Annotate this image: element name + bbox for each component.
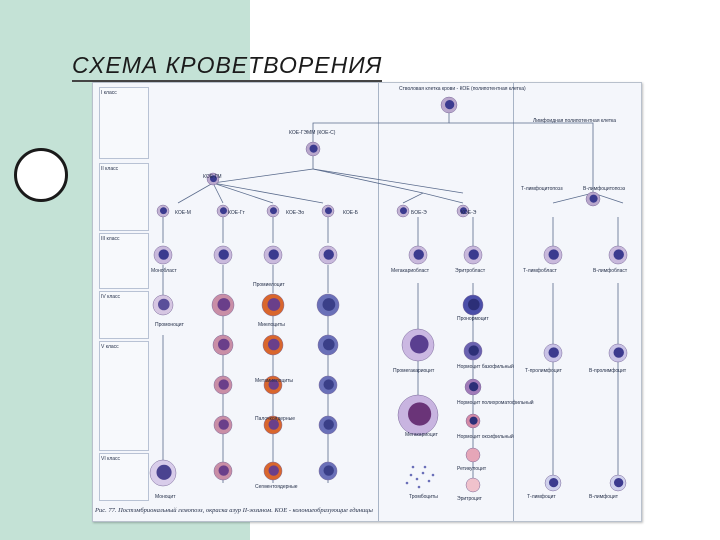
- cfu-b-cell: [322, 205, 334, 217]
- erythrocyte-cell: [466, 478, 480, 492]
- cell-label-megakaryoblast: Мегакариобласт: [391, 269, 429, 275]
- stage-label-6: VI класс: [101, 457, 120, 463]
- polychromatophilic-normocyte-cell: [465, 379, 481, 395]
- cell-label-b-prolymphocyte: В-пролимфоцит: [589, 369, 626, 375]
- eo-myeloblast-cell: [264, 246, 282, 264]
- erythroblast-cell: [464, 246, 482, 264]
- cell-label-megakaryocyte: Мегакариоцит: [405, 433, 438, 439]
- stage-label-3: III класс: [101, 237, 120, 243]
- segmented-n-cell: [214, 462, 232, 480]
- cell-label-promyelocyte: Промиелоцит: [253, 283, 285, 289]
- cell-diagram: [93, 83, 641, 521]
- band-n-cell: [214, 416, 232, 434]
- platelets-cluster: [406, 466, 435, 489]
- megakaryocyte-cell: [398, 395, 438, 435]
- cell-label-monocyte: Моноцит: [155, 495, 176, 501]
- segmented-eo-cell: [264, 462, 282, 480]
- stem-cell: [441, 97, 457, 113]
- col-label-1: КОЕ-М: [175, 211, 191, 217]
- cell-label-polychromatophilic-normocyte: Нормоцит полихроматофильный: [457, 401, 534, 407]
- myeloid-precursor-label: КОЕ-ГЭММ (КОЕ-С): [289, 131, 335, 137]
- b-lymphoblast-cell: [609, 246, 627, 264]
- reticulocyte-cell: [466, 448, 480, 462]
- metamyelocyte-b-cell: [319, 376, 337, 394]
- top-white-band: [250, 0, 720, 46]
- col-label-2: КОЕ-Гт: [228, 211, 245, 217]
- band-b-cell: [319, 416, 337, 434]
- col-label-5: БОЕ-Э: [411, 211, 427, 217]
- cell-label-myelocytes: Миелоциты: [258, 323, 285, 329]
- promonocyte-cell: [153, 295, 173, 315]
- cell-label-basophilic-normocyte: Нормоцит базофильный: [457, 365, 514, 371]
- cfu-gemm-cell: [306, 142, 320, 156]
- col-label-8: В-лимфоцитопоэз: [583, 187, 625, 193]
- gm-label: КОЕ-ГМ: [203, 175, 222, 181]
- figure-caption: Рис. 77. Постэмбриональный гемопоэз, окр…: [95, 507, 373, 514]
- stem-cell-label: Стволовая клетка крови - КОЕ (полипотент…: [399, 87, 526, 93]
- lymphoid-precursor-label: Лимфоидная полипотентная клетка: [533, 119, 616, 125]
- cell-label-reticulocyte: Ретикулоцит: [457, 467, 486, 473]
- bfu-e-cell: [397, 205, 409, 217]
- basophilic-normocyte-cell: [464, 342, 482, 360]
- col-label-6: КОЕ-Э: [461, 211, 476, 217]
- cell-label-pronormocyte: Пронормоцит: [457, 317, 489, 323]
- col-label-4: КОЕ-Б: [343, 211, 358, 217]
- slide-title: СХЕМА КРОВЕТВОРЕНИЯ: [72, 52, 382, 79]
- cell-label-monoblast: Монобласт: [151, 269, 177, 275]
- t-prolymphocyte-cell: [544, 344, 562, 362]
- cell-label-platelets: Тромбоциты: [409, 495, 438, 501]
- cfu-m-cell: [157, 205, 169, 217]
- stage-label-2: II класс: [101, 167, 118, 173]
- stage-label-5: V класс: [101, 345, 119, 351]
- baso-myeloblast-cell: [319, 246, 337, 264]
- bullet-ring-icon: [14, 148, 68, 202]
- col-label-3: КОЕ-Эо: [286, 211, 304, 217]
- promyelocyte-n-cell: [212, 294, 234, 316]
- cell-label-b-lymphocyte: В-лимфоцит: [589, 495, 618, 501]
- b-lymphocyte-cell: [610, 475, 626, 491]
- cell-label-t-lymphoblast: Т-лимфобласт: [523, 269, 557, 275]
- myelocyte-eo-cell: [263, 335, 283, 355]
- b-prolymphocyte-cell: [609, 344, 627, 362]
- cfu-eo-cell: [267, 205, 279, 217]
- oxyphilic-normocyte-cell: [466, 414, 480, 428]
- cell-label-promegakaryocyte: Промегакариоцит: [393, 369, 434, 375]
- neutro-myeloblast-cell: [214, 246, 232, 264]
- lymphoid-precursor-cell: [586, 192, 600, 206]
- t-lymphoblast-cell: [544, 246, 562, 264]
- cell-label-promonocyte: Промоноцит: [155, 323, 184, 329]
- promegakaryocyte-cell: [402, 329, 434, 361]
- col-label-7: Т-лимфоцитопоэз: [521, 187, 563, 193]
- monoblast-cell: [154, 246, 172, 264]
- lineage-arrows: [163, 113, 623, 483]
- cell-label-band: Палочкоядерные: [255, 417, 295, 423]
- cell-label-erythroblast: Эритробласт: [455, 269, 485, 275]
- cell-label-segmented: Сегментоядерные: [255, 485, 298, 491]
- hematopoiesis-figure: Стволовая клетка крови - КОЕ (полипотент…: [92, 82, 642, 522]
- pronormocyte-cell: [463, 295, 483, 315]
- cell-label-metamyelocytes: Метамиелоциты: [255, 379, 293, 385]
- cell-label-erythrocyte: Эритроцит: [457, 497, 482, 503]
- segmented-b-cell: [319, 462, 337, 480]
- metamyelocyte-n-cell: [214, 376, 232, 394]
- cell-label-t-prolymphocyte: Т-пролимфоцит: [525, 369, 562, 375]
- megakaryoblast-cell: [409, 246, 427, 264]
- cell-label-t-lymphocyte: Т-лимфоцит: [527, 495, 556, 501]
- promyelocyte-eo-cell: [262, 294, 284, 316]
- cell-label-oxyphilic-normocyte: Нормоцит оксифильный: [457, 435, 514, 441]
- myelocyte-n-cell: [213, 335, 233, 355]
- stage-label-4: IV класс: [101, 295, 120, 301]
- monocyte-cell: [150, 460, 176, 486]
- promyelocyte-b-cell: [317, 294, 339, 316]
- myelocyte-b-cell: [318, 335, 338, 355]
- cell-label-b-lymphoblast: В-лимфобласт: [593, 269, 627, 275]
- stage-label-1: I класс: [101, 91, 117, 97]
- t-lymphocyte-cell: [545, 475, 561, 491]
